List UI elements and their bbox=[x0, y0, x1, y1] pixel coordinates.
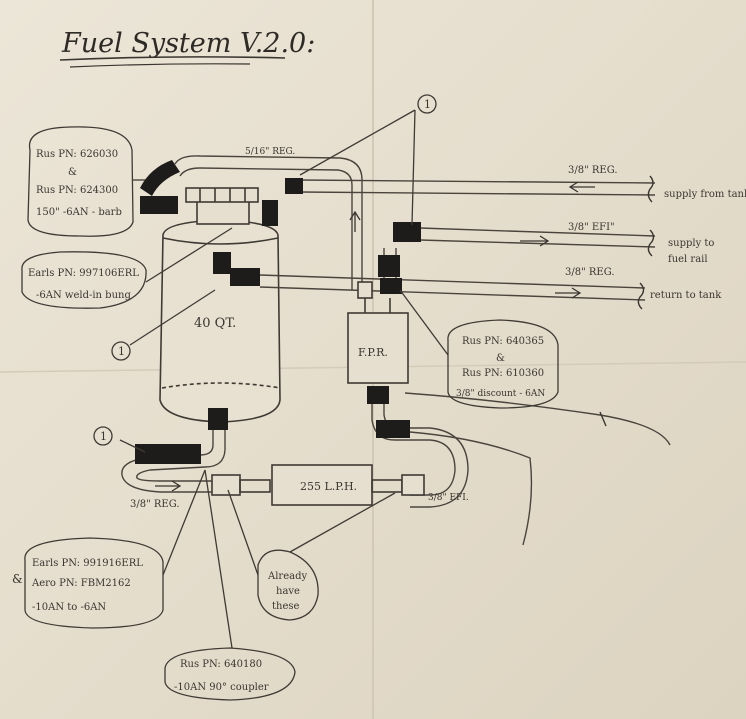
bubble-earls-2 bbox=[24, 537, 164, 629]
earls-1-line1: Earls PN: 997106ERL bbox=[28, 268, 139, 279]
rus-3-line1: Rus PN: 640180 bbox=[180, 659, 262, 670]
fitting-tank-side bbox=[262, 200, 278, 226]
fuel-pressure-regulator bbox=[347, 281, 409, 384]
title-underline-2 bbox=[69, 63, 251, 68]
fitting-fpr-outlet bbox=[376, 420, 410, 438]
fitting-fpr-return bbox=[380, 278, 402, 294]
earls-1-line2: -6AN weld-in bung bbox=[36, 290, 131, 301]
already-line2: have bbox=[276, 586, 300, 597]
fitting-efi bbox=[393, 222, 421, 242]
rus-2-amp: & bbox=[496, 353, 505, 364]
fitting-fpr-top bbox=[378, 255, 400, 277]
fitting-weld-bung bbox=[230, 268, 260, 286]
rus-1-line1: Rus PN: 626030 bbox=[36, 149, 118, 160]
marker-circle-1 bbox=[417, 94, 437, 114]
earls-2-line1: Earls PN: 991916ERL bbox=[32, 558, 143, 569]
title-underline bbox=[59, 56, 286, 61]
efi-dest-label-1: supply to bbox=[668, 238, 714, 249]
bubble-already bbox=[257, 549, 319, 621]
supply-from-tank-label: supply from tank bbox=[664, 189, 746, 200]
fuel-lines bbox=[121, 155, 671, 546]
rus-1-amp: & bbox=[68, 167, 77, 178]
bubble-rus-3 bbox=[164, 647, 296, 701]
bubble-rus-2 bbox=[447, 319, 559, 409]
return-line-label: 3/8" REG. bbox=[565, 267, 615, 278]
tank-label: 40 QT. bbox=[194, 316, 236, 331]
top-feed-label: 5/16" REG. bbox=[245, 147, 295, 157]
an-fittings bbox=[135, 160, 421, 464]
marker-3: 1 bbox=[100, 430, 107, 443]
efi-dest-label-2: fuel rail bbox=[668, 254, 708, 265]
marker-circle-2 bbox=[111, 341, 131, 361]
bubble-rus-1 bbox=[27, 126, 134, 237]
fitting-supply bbox=[285, 178, 303, 194]
supply-line-label: 3/8" REG. bbox=[568, 165, 618, 176]
earls-2-line2: Aero PN: FBM2162 bbox=[31, 578, 131, 589]
fitting-fpr-bottom bbox=[367, 386, 389, 404]
earls-2-mark: & bbox=[12, 572, 23, 586]
rus-2-line1: Rus PN: 640365 bbox=[462, 336, 544, 347]
marker-1: 1 bbox=[424, 98, 431, 111]
rus-2-line2: Rus PN: 610360 bbox=[462, 368, 544, 379]
fitting-adapter bbox=[135, 444, 201, 464]
diagram-title: Fuel System V.2.0: bbox=[61, 28, 315, 59]
pump-inlet-label: 3/8" REG. bbox=[130, 499, 180, 510]
fitting-tank-top bbox=[140, 196, 178, 214]
marker-circle-3 bbox=[93, 426, 113, 446]
fitting-tank-bottom bbox=[208, 408, 228, 430]
pump-label: 255 L.P.H. bbox=[300, 480, 357, 493]
rus-2-line3: 3/8" discount - 6AN bbox=[456, 389, 545, 399]
efi-line-label: 3/8" EFI" bbox=[568, 222, 615, 233]
pump-outlet-label: 3/8" EFI. bbox=[428, 493, 469, 503]
fuel-pump bbox=[211, 464, 425, 506]
already-line3: these bbox=[272, 601, 300, 612]
already-line1: Already bbox=[267, 571, 307, 582]
return-to-tank-label: return to tank bbox=[650, 290, 722, 301]
marker-2: 1 bbox=[118, 345, 125, 358]
fitting-top-left bbox=[140, 160, 180, 196]
earls-2-line3: -10AN to -6AN bbox=[32, 602, 106, 613]
flow-arrows bbox=[155, 181, 595, 492]
rus-1-line3: 150" -6AN - barb bbox=[36, 207, 122, 218]
rus-1-line2: Rus PN: 624300 bbox=[36, 185, 118, 196]
fitting-bung-elbow bbox=[213, 252, 231, 274]
fpr-label: F.P.R. bbox=[358, 346, 388, 359]
rus-3-line2: -10AN 90° coupler bbox=[174, 682, 269, 693]
marker-group bbox=[93, 94, 437, 446]
callout-bubbles bbox=[21, 109, 559, 701]
line-terminations bbox=[599, 175, 655, 427]
bubble-earls-1 bbox=[21, 251, 147, 309]
